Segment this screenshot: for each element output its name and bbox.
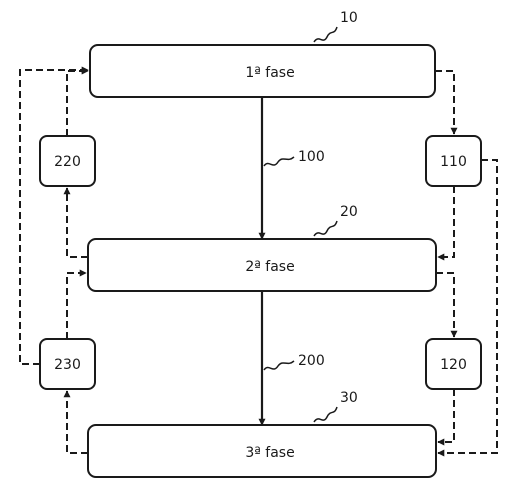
path-120-to-phase3 bbox=[437, 389, 455, 446]
ref-20: 20 bbox=[340, 204, 358, 220]
path-phase2-to-120 bbox=[436, 272, 458, 338]
path-phase1-to-110 bbox=[435, 70, 458, 135]
box-230-label: 230 bbox=[54, 357, 81, 373]
phase-2-label: 2ª fase bbox=[245, 259, 294, 275]
phase-3-label: 3ª fase bbox=[245, 445, 294, 461]
box-120-label: 120 bbox=[440, 357, 467, 373]
path-110-to-phase2 bbox=[437, 186, 455, 261]
ref-200: 200 bbox=[298, 353, 325, 369]
phase-1-label: 1ª fase bbox=[245, 65, 294, 81]
path-phase3-to-230 bbox=[63, 390, 88, 454]
path-230-to-phase1 bbox=[19, 66, 89, 365]
leader-100 bbox=[263, 156, 295, 167]
leader-10 bbox=[313, 26, 338, 43]
box-110-label: 110 bbox=[440, 154, 467, 170]
path-220-to-phase1 bbox=[66, 67, 89, 136]
path-110-to-phase3 bbox=[437, 159, 498, 457]
ref-10: 10 bbox=[340, 10, 358, 26]
ref-100: 100 bbox=[298, 149, 325, 165]
leader-30 bbox=[313, 406, 338, 423]
leader-20 bbox=[313, 220, 338, 237]
path-phase2-to-220 bbox=[63, 187, 88, 258]
leader-200 bbox=[263, 360, 295, 371]
ref-30: 30 bbox=[340, 390, 358, 406]
path-230-to-phase2 bbox=[66, 269, 87, 339]
box-220-label: 220 bbox=[54, 154, 81, 170]
